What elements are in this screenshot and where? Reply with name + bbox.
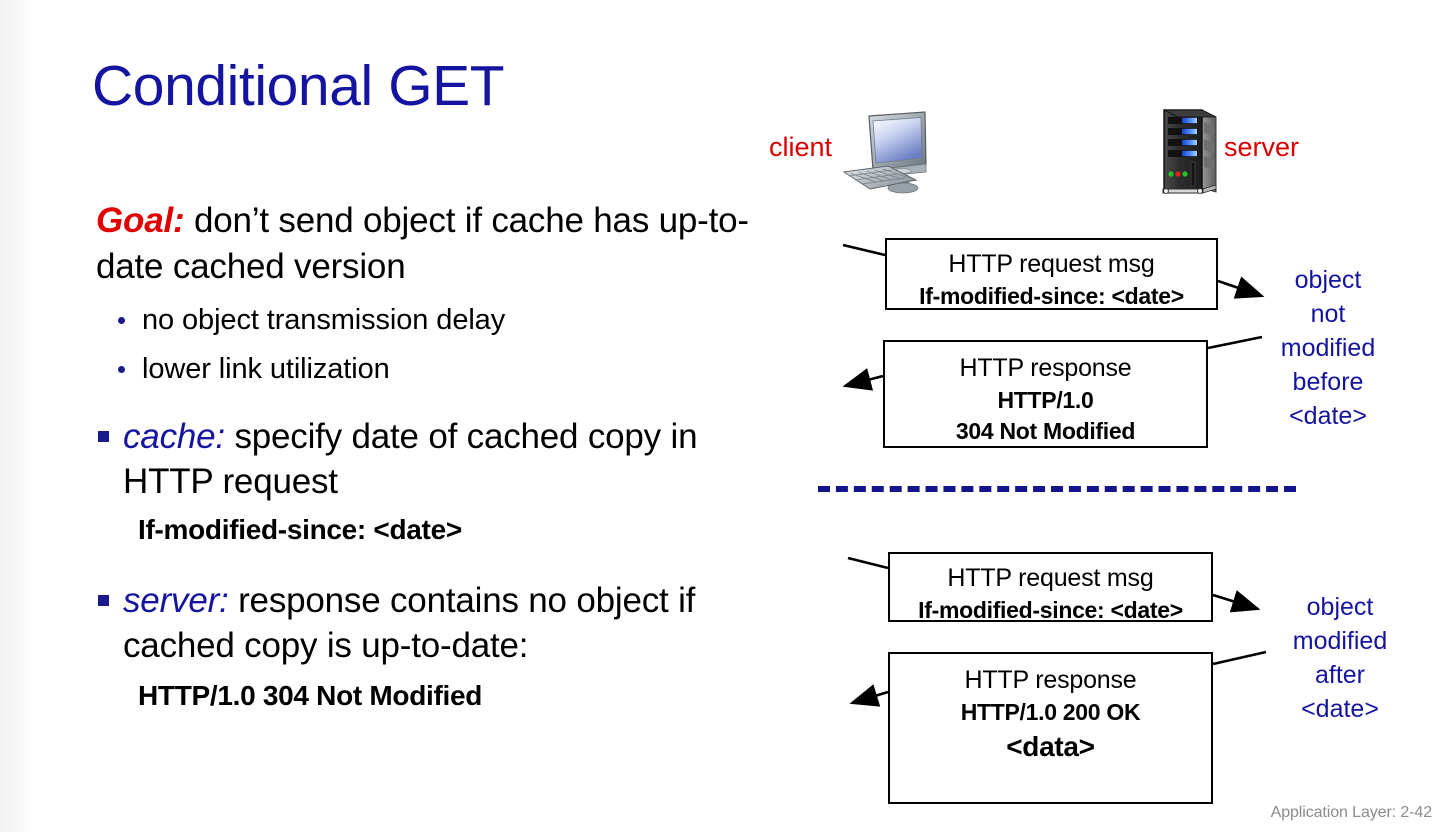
server-label: server [1224,132,1300,162]
cache-label: cache: [123,417,225,456]
bullet-square-icon [98,431,109,442]
top-annotation-line: object [1294,266,1362,294]
top-response-line2: HTTP/1.0 [997,387,1094,413]
cache-paragraph: cache: specify date of cached copy in HT… [96,414,766,504]
top-annotation-line: modified [1280,334,1376,362]
client-computer-icon [840,110,930,198]
cache-text: specify date of cached copy in HTTP requ… [123,417,698,501]
bottom-response-line3: <data> [1006,731,1095,762]
top-request-box: HTTP request msg If-modified-since: <dat… [885,238,1218,310]
bottom-request-box: HTTP request msg If-modified-since: <dat… [888,552,1213,623]
list-item-label: no object transmission delay [142,304,506,336]
top-request-line1: HTTP request msg [948,250,1155,278]
top-response-box: HTTP response HTTP/1.0 304 Not Modified [883,340,1208,448]
top-annotation-line: not [1310,300,1346,328]
page-title: Conditional GET [92,54,505,118]
server-text: response contains no object if cached co… [123,581,696,665]
top-request-line2: If-modified-since: <date> [919,283,1184,309]
body-content: Goal: don’t send object if cache has up-… [96,198,766,716]
bottom-annotation-line: object [1306,593,1374,621]
bottom-request-line1: HTTP request msg [947,564,1154,592]
top-annotation-line: before [1292,368,1364,396]
list-item: lower link utilization [96,345,766,394]
bullet-square-icon [98,595,109,606]
goal-sub-list: no object transmission delay lower link … [96,296,766,394]
client-label: client [769,132,833,162]
bottom-response-box: HTTP response HTTP/1.0 200 OK <data> [888,652,1213,804]
slide-footer: Application Layer: 2-42 [1270,804,1432,821]
goal-paragraph: Goal: don’t send object if cache has up-… [96,198,766,290]
bottom-annotation: object modified after <date> [1275,590,1405,726]
goal-text: don’t send object if cache has up-to-dat… [96,201,749,286]
top-annotation: object not modified before <date> [1268,263,1388,433]
bottom-annotation-line: <date> [1301,695,1379,723]
bullet-dot-icon [118,317,125,324]
bottom-annotation-line: modified [1292,627,1388,655]
goal-label: Goal: [96,201,185,240]
cache-code-line: If-modified-since: <date> [138,514,462,545]
list-item-label: lower link utilization [142,353,390,385]
top-response-line3: 304 Not Modified [955,418,1136,444]
list-item: no object transmission delay [96,296,766,345]
bottom-response-line2: HTTP/1.0 200 OK [960,699,1141,725]
bullet-dot-icon [118,366,125,373]
server-paragraph: server: response contains no object if c… [96,578,766,668]
top-response-line1: HTTP response [959,354,1132,382]
server-tower-icon [1158,106,1224,198]
top-annotation-line: <date> [1289,402,1367,430]
server-code-line: HTTP/1.0 304 Not Modified [138,680,483,711]
section-divider [818,486,1296,492]
server-label: server: [123,581,229,620]
bottom-request-line2: If-modified-since: <date> [918,597,1183,623]
bottom-response-line1: HTTP response [964,666,1137,694]
bottom-annotation-line: after [1314,661,1366,689]
left-edge-gradient [0,0,34,832]
